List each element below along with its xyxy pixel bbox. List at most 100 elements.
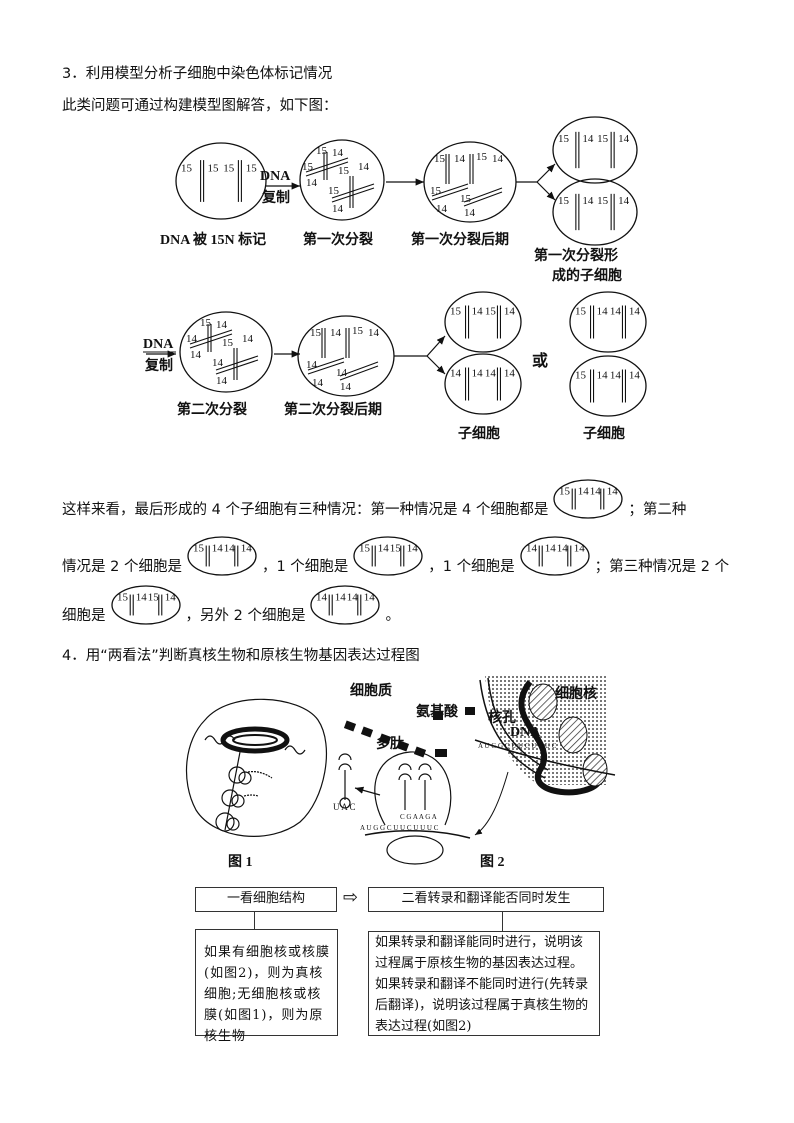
chromatid-label: 14 xyxy=(135,591,147,603)
chromatid-label: 14 xyxy=(629,370,641,382)
chromatid-label: 14 xyxy=(436,203,448,215)
chromatid-label: 14 xyxy=(573,542,585,554)
section3-intro: 此类问题可通过构建模型图解答，如下图： xyxy=(62,98,338,114)
chromatid-label: 14 xyxy=(216,319,228,331)
caption: 成的子细胞 xyxy=(552,267,622,284)
text: ，另外 2 个细胞是 xyxy=(185,608,306,624)
caption: DNA 被 15N 标记 xyxy=(160,231,266,248)
chromatid-label: 14 xyxy=(618,195,630,207)
chromatid-label: 14 xyxy=(186,333,198,345)
chromatid-label: 14 xyxy=(332,203,344,215)
gene-expression-figure: 图 1 A U G G C U U C U U U C U A C C G A … xyxy=(185,675,616,870)
chromatid-label: 14 xyxy=(212,357,224,369)
chromatid-label: 14 xyxy=(358,161,370,173)
ribosome xyxy=(338,751,471,865)
chromatid-label: 14 xyxy=(312,377,324,389)
chromatid-label: 14 xyxy=(504,368,516,380)
text: 情况是 2 个细胞是 xyxy=(62,559,182,575)
caption: 第二次分裂 xyxy=(177,401,247,418)
dna-replication-label: DNA xyxy=(260,169,291,184)
chromatid-label: 14 xyxy=(306,359,318,371)
chromatid-label: 14 xyxy=(330,327,342,339)
nuclear-pore-label: 核孔 xyxy=(488,709,516,726)
chromatid-label: 14 xyxy=(335,591,347,603)
arrow xyxy=(394,335,446,357)
chromatid-label: 15 xyxy=(434,153,446,165)
polypeptide-label: 多肽 xyxy=(376,735,405,752)
chromatid-label: 14 xyxy=(368,327,380,339)
nucleus xyxy=(479,675,608,796)
chromatid-label: 14 xyxy=(378,542,390,554)
chromatid-label: 15 xyxy=(575,306,587,318)
chromatid-label: 14 xyxy=(336,367,348,379)
caption: 子细胞 xyxy=(583,425,625,442)
dna-label: DNA xyxy=(510,725,541,740)
chromatid-label: 14 xyxy=(590,485,602,497)
chromatid-label: 14 xyxy=(582,133,594,145)
step2-detail: 如果转录和翻译能同时进行，说明该过程属于原核生物的基因表达过程。如果转录和翻译不… xyxy=(368,931,600,1036)
chromatid-label: 15 xyxy=(193,542,205,554)
chromatid-label: 15 xyxy=(575,370,587,382)
amino-acid-label: 氨基酸 xyxy=(416,703,459,720)
chromatid-label: 14 xyxy=(597,306,609,318)
arrow xyxy=(426,355,446,375)
chromatid-label: 14 xyxy=(407,542,419,554)
polypeptide-chain xyxy=(343,707,475,758)
chromatid-label: 15 xyxy=(359,542,371,554)
figure-2-caption: 图 2 xyxy=(480,854,505,870)
chromatid-label: 14 xyxy=(618,133,630,145)
step2-box: 二看转录和翻译能否同时发生 xyxy=(368,887,604,912)
text: 这样来看，最后形成的 4 个子细胞有三种情况：第一种情况是 4 个细胞都是 xyxy=(62,502,549,518)
chromatid-label: 15 xyxy=(476,151,488,163)
codons: C G A A G A xyxy=(400,813,437,821)
figure-1-caption: 图 1 xyxy=(228,854,253,870)
nuclear-mrna-sequence: A U G G C U U C U U U C xyxy=(478,742,557,750)
text: ，1 个细胞是 xyxy=(428,559,515,575)
chromatid-label: 15 xyxy=(390,542,402,554)
chromatid-label: 14 xyxy=(472,306,484,318)
chromatid-label: 14 xyxy=(364,591,376,603)
arrow-right-icon: ⇨ xyxy=(343,887,359,908)
chromatid-label: 15 xyxy=(485,306,497,318)
chromatid-label: 15 xyxy=(208,163,220,175)
chromatid-label: 14 xyxy=(597,370,609,382)
chromatid-label: 14 xyxy=(450,368,462,380)
chromatid-label: 15 xyxy=(117,591,129,603)
chromatid-label: 15 xyxy=(246,163,258,175)
caption: 子细胞 xyxy=(458,425,500,442)
chromatid-label: 14 xyxy=(526,542,538,554)
cytoplasm-label: 细胞质 xyxy=(350,682,392,699)
chromatid-label: 15 xyxy=(310,327,322,339)
text: ；第三种情况是 2 个 xyxy=(594,559,730,575)
chromatid-label: 14 xyxy=(190,349,202,361)
chromatid-label: 15 xyxy=(460,193,472,205)
dna-replication-label: 复制 xyxy=(261,189,290,206)
arrow xyxy=(536,181,556,201)
caption: 第二次分裂后期 xyxy=(284,401,382,418)
chromatid-label: 14 xyxy=(242,333,254,345)
chromatid-label: 14 xyxy=(610,370,622,382)
chromatid-label: 14 xyxy=(454,153,466,165)
chromatid-label: 15 xyxy=(338,165,350,177)
caption: 第一次分裂 xyxy=(303,231,373,248)
